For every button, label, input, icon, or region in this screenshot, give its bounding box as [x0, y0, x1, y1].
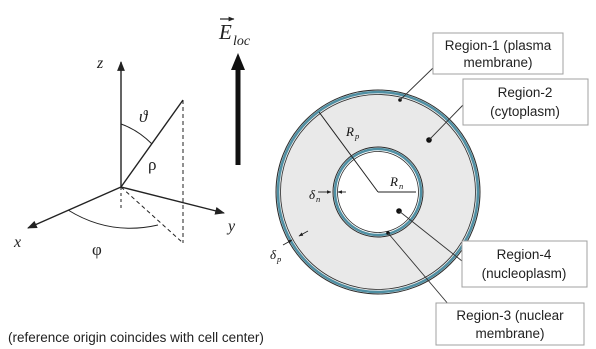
field-indicator: E loc [218, 16, 251, 165]
region-3-line1: Region-3 (nuclear [456, 308, 564, 323]
delta-n-subscript: n [316, 194, 320, 204]
region-1-line2: membrane) [463, 55, 532, 70]
region-1-line1: Region-1 (plasma [445, 38, 552, 53]
delta-n-label: δ [309, 187, 316, 202]
rho-label: ρ [148, 155, 156, 174]
region-3-box: Region-3 (nuclear membrane) [435, 302, 585, 346]
delta-p-subscript: p [276, 254, 281, 264]
region-3-leader [387, 232, 450, 306]
rp-label: R [345, 124, 354, 139]
field-symbol: E [218, 20, 232, 44]
theta-arc [120, 123, 153, 145]
x-axis-label: x [13, 234, 21, 251]
region-2-line1: Region-2 [498, 85, 553, 100]
theta-label: ϑ [139, 107, 149, 126]
field-arrow-head [231, 53, 245, 70]
coordinate-system: z x y ϑ ρ φ [13, 55, 236, 259]
delta-p-arrow-in [282, 239, 293, 246]
rn-label: R [389, 174, 398, 189]
y-axis [120, 186, 225, 215]
region-1-leader [399, 67, 434, 101]
rn-subscript: n [399, 181, 403, 191]
region-4-leader [398, 210, 463, 262]
region-1-box: Region-1 (plasma membrane) [432, 32, 564, 75]
x-axis [27, 186, 122, 229]
phi-label: φ [92, 240, 102, 259]
region-4-line1: Region-4 [497, 247, 552, 262]
region-3-line2: membrane) [475, 326, 544, 341]
y-axis-label: y [226, 218, 236, 235]
rp-subscript: p [354, 131, 359, 141]
region-2-box: Region-2 (cytoplasm) [462, 78, 589, 126]
field-subscript: loc [233, 34, 251, 49]
delta-p-label: δ [270, 247, 277, 262]
figure-caption: (reference origin coincides with cell ce… [8, 330, 264, 345]
cell-diagram: R p R n δ n δ p [270, 67, 481, 306]
region-4-line2: (nucleoplasm) [482, 266, 567, 281]
delta-p-arrow-out [298, 230, 309, 237]
rp-radius-line [318, 111, 379, 193]
z-axis-label: z [96, 55, 104, 72]
region-4-box: Region-4 (nucleoplasm) [461, 240, 588, 288]
region-2-leader [428, 104, 464, 141]
phi-arc [67, 209, 159, 229]
region-2-line2: (cytoplasm) [490, 104, 560, 119]
